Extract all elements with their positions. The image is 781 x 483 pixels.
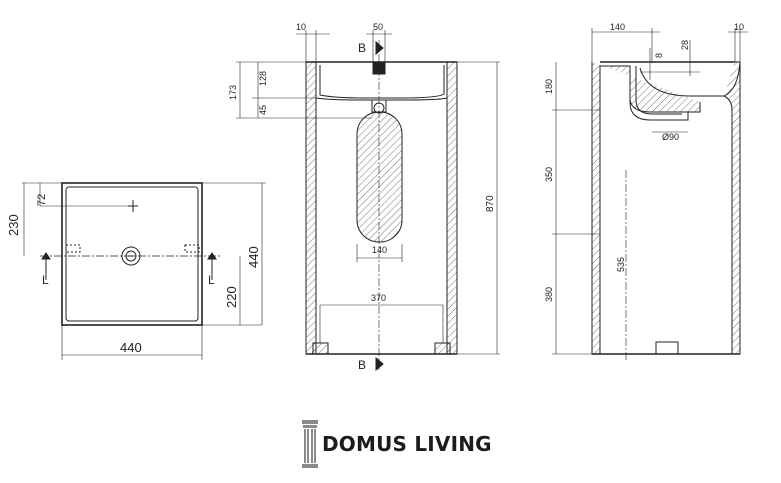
dim-depth-back: 230 [6, 214, 21, 236]
dim-trap-width: 140 [372, 245, 387, 255]
basin-outline [61, 182, 203, 326]
basin-inner [65, 186, 199, 322]
dim-lower: 380 [544, 287, 554, 302]
dim-drain-dia: Ø90 [662, 132, 679, 142]
top-view [22, 182, 266, 360]
dim-middle: 350 [544, 167, 554, 182]
dim-drain-height: 535 [616, 257, 626, 272]
dim-bowl-depth: 128 [258, 71, 268, 86]
section-b-top: B [358, 41, 366, 55]
dim-wall: 140 [610, 22, 625, 32]
dim-depth: 440 [246, 246, 261, 268]
dim-width: 440 [120, 340, 142, 355]
section-label-right: L [208, 273, 215, 287]
dim-tap-width: 50 [373, 22, 383, 32]
left-wall [305, 61, 317, 355]
brand-name: DOMUS LIVING [322, 432, 492, 456]
dim-height: 870 [485, 195, 496, 212]
dim-small: 8 [654, 53, 664, 58]
right-wall [446, 61, 458, 355]
section-arrow-icon [375, 40, 384, 56]
dim-rim: 45 [258, 105, 268, 115]
dim-front: 220 [224, 286, 239, 308]
column-pillar-icon [302, 420, 318, 468]
dim-right-margin: 10 [734, 22, 744, 32]
front-section-dims: 10 50 173 128 45 870 140 370 B B [228, 22, 496, 372]
dim-bowl-total: 173 [228, 85, 238, 100]
dim-base-width: 370 [371, 293, 386, 303]
trap-capsule [356, 111, 403, 243]
front-section [236, 30, 500, 372]
side-section-dims: 140 10 28 8 180 350 380 535 Ø90 [544, 22, 744, 302]
top-view-dims: 230 72 220 440 440 L L [6, 194, 261, 355]
dim-upper: 180 [544, 79, 554, 94]
section-label-left: L [42, 273, 49, 287]
dim-tap-offset: 72 [36, 194, 48, 206]
section-b-bottom: B [358, 358, 366, 372]
dim-drain-depth: 28 [680, 40, 690, 50]
dim-top-margin: 10 [296, 22, 306, 32]
side-section [552, 28, 748, 360]
